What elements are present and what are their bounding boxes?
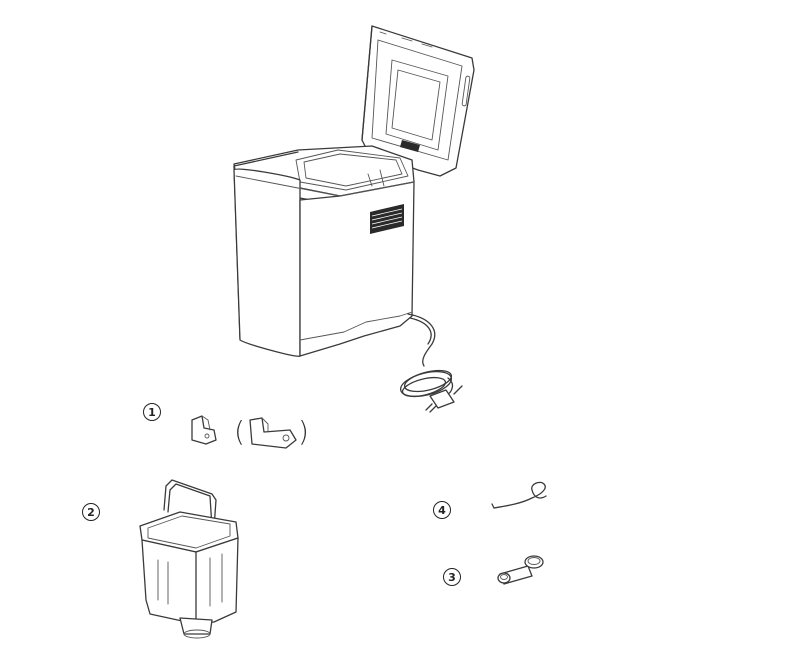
bread-pan [139, 479, 239, 639]
measuring-spoon [497, 555, 544, 585]
callout-3: 3 [443, 568, 461, 586]
callout-1: 1 [143, 403, 161, 421]
paddle-remover-hook [491, 481, 547, 509]
power-cord [399, 313, 463, 413]
kneading-paddle-large [249, 417, 297, 449]
callout-2: 2 [82, 503, 100, 521]
bread-machine [233, 25, 475, 413]
paren-close: ) [298, 415, 309, 448]
callout-4: 4 [433, 501, 451, 519]
kneading-paddle-small [191, 415, 217, 445]
machine-lid [361, 25, 475, 177]
paren-open: ( [234, 415, 245, 448]
machine-body [233, 145, 415, 357]
